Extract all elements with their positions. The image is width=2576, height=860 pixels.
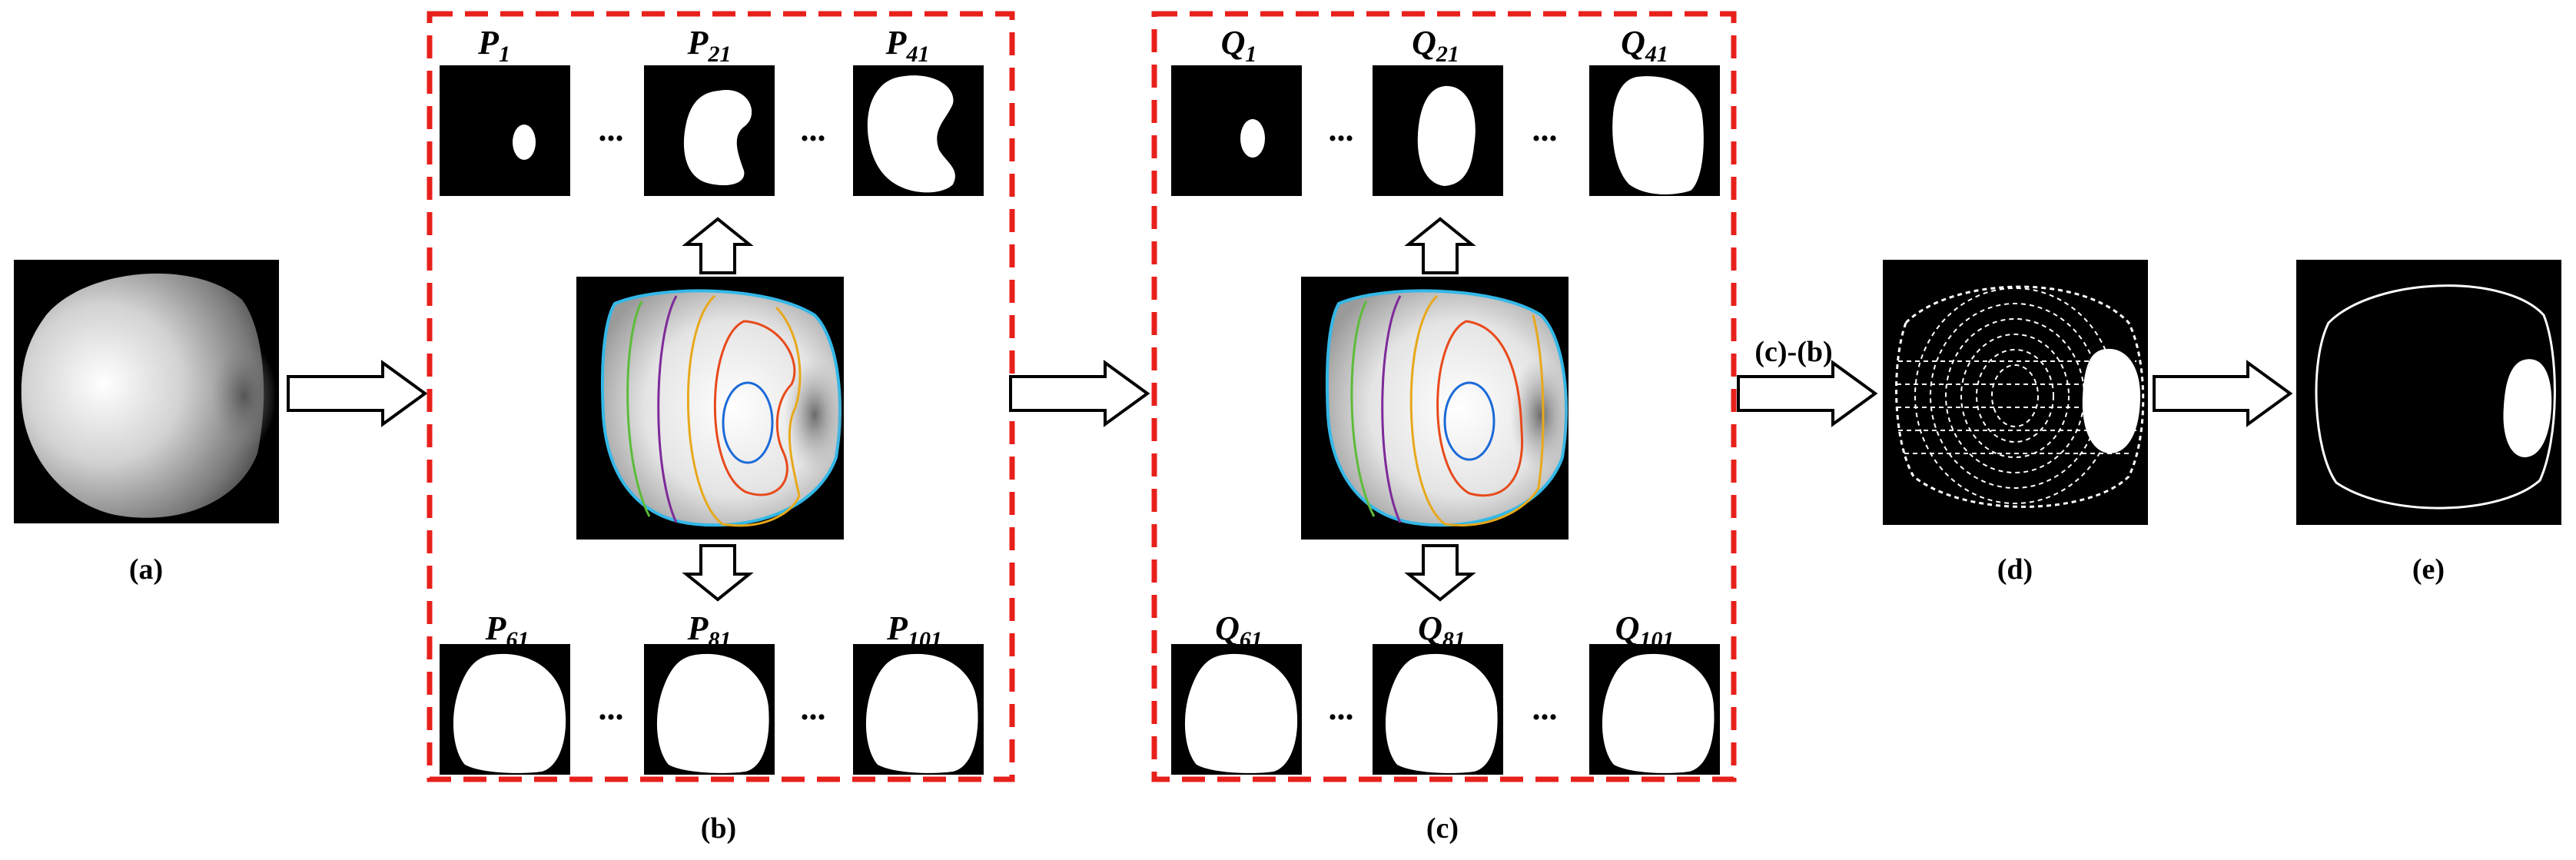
ellipsis-b-top-1: ... [599, 111, 624, 148]
panel-c-dashed-frame [1151, 11, 1737, 782]
arrow-up-b [682, 217, 754, 274]
arrow-a-to-b [287, 360, 428, 427]
contour-line-orange [713, 320, 796, 496]
tile-q1 [1171, 65, 1302, 196]
ellipsis-b-bot-2: ... [801, 689, 826, 727]
tile-label-q1: Q1 [1221, 24, 1257, 67]
panel-d: (d) [1883, 260, 2148, 586]
contour-c-line-purple [1381, 295, 1402, 523]
tile-q21-shape [1417, 85, 1476, 186]
tile-label-p21: P21 [687, 24, 732, 67]
tile-p61-shape [453, 653, 566, 773]
tile-q61-shape [1184, 653, 1298, 773]
panel-c-contour-dent [1510, 357, 1572, 473]
panel-c-caption: (c) [1426, 812, 1459, 845]
panel-e-bright-region [2503, 359, 2552, 457]
panel-e-caption: (e) [2412, 553, 2445, 586]
ellipsis-c-bot-2: ... [1532, 689, 1558, 727]
arrow-down-b [682, 544, 754, 602]
arrow-c-to-d [1737, 360, 1878, 427]
tile-q1-shape [1240, 119, 1265, 158]
contour-line-blue [722, 381, 774, 464]
panel-d-bright-region [2082, 348, 2140, 453]
panel-c: Q1 Q21 Q41 ... ... Q61 Q81 Q101 ... ... … [1151, 11, 1737, 845]
panel-a: (a) [14, 260, 279, 586]
panel-a-caption: (a) [129, 553, 163, 586]
arrow-up-c [1404, 217, 1476, 274]
ellipsis-b-top-2: ... [801, 111, 826, 148]
contour-c-line-yellow [1409, 294, 1545, 526]
tile-p21-shape [683, 89, 752, 186]
tile-p1-shape [513, 125, 536, 160]
ellipsis-c-top-1: ... [1329, 111, 1354, 148]
panel-b: P1 P21 P41 ... ... P61 P81 P101 ... [427, 11, 1015, 845]
contour-c-line-green [1350, 301, 1376, 517]
panel-b-caption: (b) [701, 812, 736, 845]
panel-d-caption: (d) [1997, 553, 2033, 586]
tile-q41-shape [1612, 76, 1704, 194]
ellipsis-c-top-2: ... [1532, 111, 1558, 148]
tile-p1 [440, 65, 570, 196]
tile-p41-shape [867, 75, 955, 193]
tile-label-q21: Q21 [1412, 24, 1459, 67]
tile-q81-shape [1385, 653, 1498, 773]
contour-c-line-blue [1443, 381, 1495, 461]
arrow-c-to-d-label: (c)-(b) [1754, 336, 1832, 368]
panel-e: (e) [2296, 260, 2561, 586]
contour-line-green [626, 301, 651, 517]
contour-c-line-orange [1436, 320, 1524, 497]
panel-e-outline [2315, 284, 2556, 510]
tile-label-p61: P61 [485, 609, 529, 652]
arrow-down-c [1404, 544, 1476, 602]
tile-label-q61: Q61 [1215, 609, 1263, 652]
tile-p81-shape [656, 653, 769, 773]
tile-p101-shape [865, 653, 978, 773]
contour-line-purple [657, 295, 678, 523]
contour-line-yellow [686, 294, 802, 527]
arrow-b-to-c [1009, 360, 1150, 427]
tile-label-p41: P41 [885, 24, 930, 67]
tile-label-q41: Q41 [1621, 24, 1668, 67]
tile-q101-shape [1602, 653, 1715, 773]
ellipsis-b-bot-1: ... [599, 689, 624, 727]
arrow-d-to-e [2153, 360, 2293, 427]
ellipsis-c-bot-1: ... [1329, 689, 1354, 727]
tile-label-p1: P1 [477, 24, 510, 67]
panel-a-dent [212, 342, 277, 450]
panel-a-shaded-sphere [21, 273, 264, 518]
